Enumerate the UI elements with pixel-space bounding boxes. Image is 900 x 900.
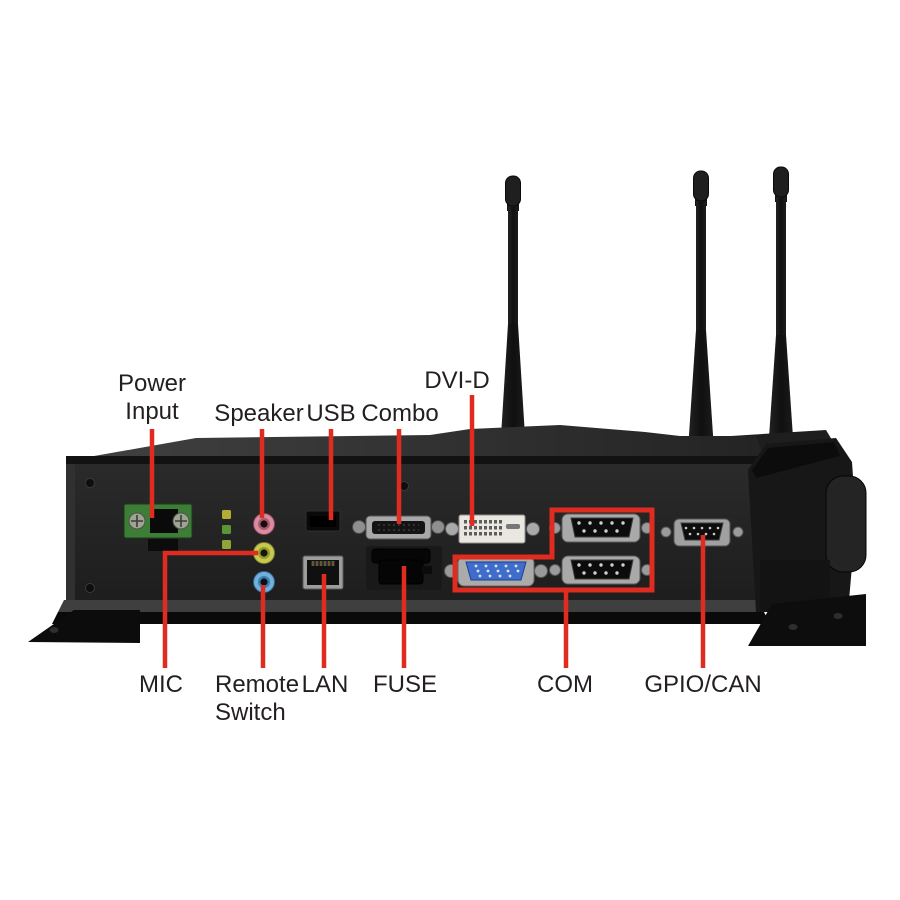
label-speaker: Speaker [214,400,304,427]
chassis-right-cap [748,438,867,612]
line-in-jack [253,571,275,593]
combo-port [352,515,445,540]
antenna-1 [500,175,526,452]
annotations [149,395,706,668]
com-bracket [452,507,655,593]
label-gpio-can: GPIO/CAN [644,671,762,698]
leader-mic [162,550,258,668]
label-mic: MIC [139,671,183,698]
label-dvi-d: DVI-D [424,367,490,394]
chassis-top-lid [66,425,762,466]
dvi-d-port [445,514,540,544]
antenna-2 [688,170,714,450]
mounting-foot-right [748,594,866,646]
antenna-3 [768,166,794,452]
label-com: COM [537,671,593,698]
label-usb: USB [306,400,356,427]
mic-jack [253,542,275,564]
com-port-2 [549,555,653,585]
label-remote-switch: Remote Switch [215,671,300,726]
vga-port [444,556,548,587]
power-terminal [123,503,193,551]
usb-port [305,510,341,532]
label-power-input: Power Input [117,370,187,425]
status-leds [222,510,231,549]
speaker-jack [253,513,275,535]
com-port-1 [549,513,653,543]
gpio-can-port [660,518,744,547]
lan-port [302,555,344,590]
mounting-foot-left [28,610,140,643]
label-combo: Combo [361,400,439,427]
label-fuse: FUSE [372,671,438,698]
label-lan: LAN [301,671,349,698]
